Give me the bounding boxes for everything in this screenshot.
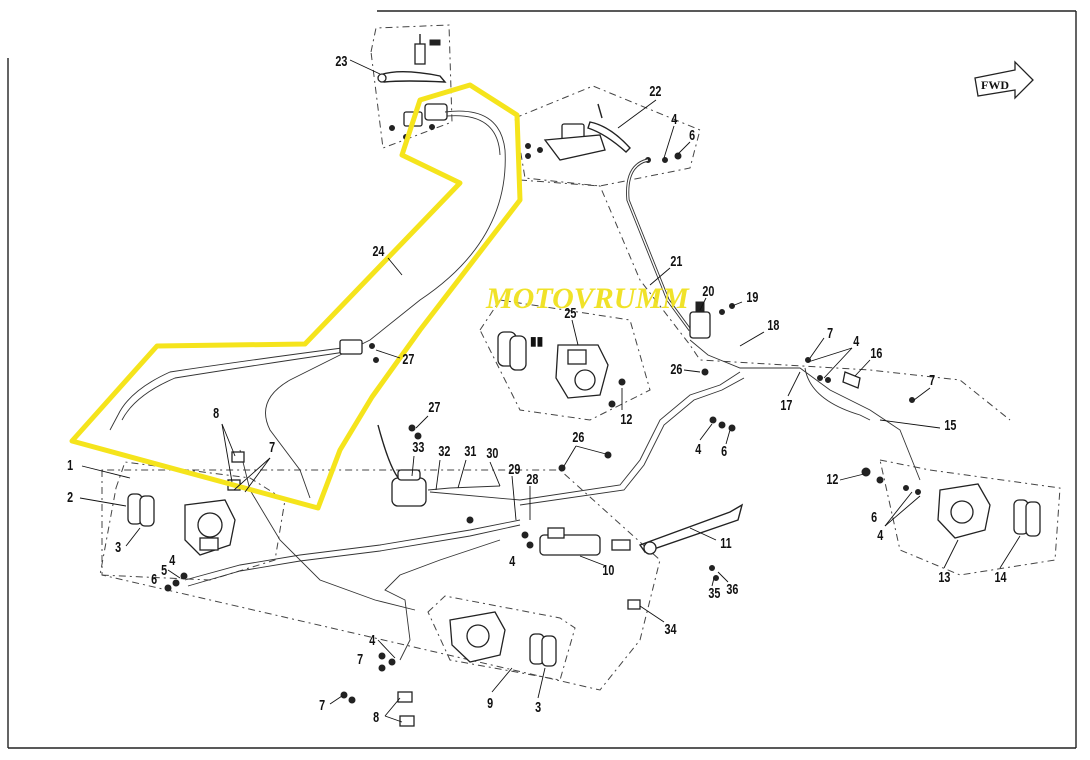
callout: 30 <box>486 444 498 461</box>
callout: 34 <box>664 620 677 637</box>
callout: 6 <box>689 126 695 143</box>
callout: 3 <box>535 698 541 715</box>
callout: 4 <box>169 551 176 568</box>
callout: 12 <box>826 470 838 487</box>
callout: 4 <box>695 440 702 457</box>
callout: 17 <box>780 396 792 413</box>
callout: 4 <box>509 552 516 569</box>
brake-fluid-reservoir <box>377 424 501 507</box>
callout: 31 <box>464 442 476 459</box>
callout: 10 <box>602 561 614 578</box>
callout: 23 <box>335 52 347 69</box>
callout: 36 <box>726 580 738 597</box>
callout: 4 <box>671 110 678 127</box>
rear-caliper-right <box>861 467 1041 539</box>
watermark-text: MOTOVRUMM <box>485 282 690 315</box>
callout: 9 <box>487 694 493 711</box>
callout: 1 <box>67 456 73 473</box>
callout: 3 <box>115 538 121 555</box>
rear-caliper-lower <box>340 611 557 727</box>
callout: 22 <box>649 82 661 99</box>
callout: 7 <box>357 650 363 667</box>
callout: 4 <box>853 332 860 349</box>
callout: 4 <box>877 526 884 543</box>
callout: 35 <box>708 584 720 601</box>
banjo-bolts-and-washers <box>164 357 915 672</box>
callout: 19 <box>746 288 758 305</box>
callout: 7 <box>929 371 935 388</box>
callout: 28 <box>526 470 538 487</box>
callout-labels: 1 2 3 3 4 4 4 4 4 4 4 5 6 6 6 6 7 7 7 7 <box>67 52 1021 725</box>
callout: 21 <box>670 252 682 269</box>
rear-master-cylinder-and-pedal <box>539 503 744 610</box>
svg-text:▮▮: ▮▮ <box>530 334 543 348</box>
fwd-label: FWD <box>981 78 1009 92</box>
front-caliper-upper: ▮▮ <box>497 331 626 408</box>
callout: 26 <box>670 360 682 377</box>
callout: 14 <box>994 568 1007 585</box>
highlighted-hose-region <box>69 82 523 511</box>
callout: 25 <box>564 304 576 321</box>
callout: 8 <box>373 708 379 725</box>
callout: 27 <box>428 398 440 415</box>
callout: 33 <box>412 438 424 455</box>
callout: 16 <box>870 344 882 361</box>
callout: 11 <box>720 534 731 551</box>
proportioning-valve <box>689 301 735 339</box>
callout: 8 <box>213 404 219 421</box>
callout: 7 <box>319 696 325 713</box>
callout: 7 <box>827 324 833 341</box>
callout: 6 <box>871 508 877 525</box>
callout: 18 <box>767 316 779 333</box>
callout: 24 <box>372 242 385 259</box>
callout: 12 <box>620 410 632 427</box>
front-master-cylinder-assembly <box>525 103 682 163</box>
callout: 27 <box>402 350 414 367</box>
callout: 6 <box>151 570 157 587</box>
callout: 7 <box>269 438 275 455</box>
callout: 32 <box>438 442 450 459</box>
callout: 4 <box>369 631 376 648</box>
brake-lines <box>109 110 921 661</box>
callout: 26 <box>572 428 584 445</box>
callout: 29 <box>508 460 520 477</box>
line-junction-block <box>339 339 379 363</box>
callout: 5 <box>161 561 167 578</box>
callout: 15 <box>944 416 956 433</box>
callout: 6 <box>721 442 727 459</box>
page-frame <box>7 10 1077 749</box>
callout: 13 <box>938 568 950 585</box>
assembly-outlines <box>99 24 1061 691</box>
callout: 20 <box>702 282 714 299</box>
forward-direction-arrow: FWD <box>974 60 1034 100</box>
front-caliper-left <box>127 493 236 556</box>
callout: 2 <box>67 488 73 505</box>
